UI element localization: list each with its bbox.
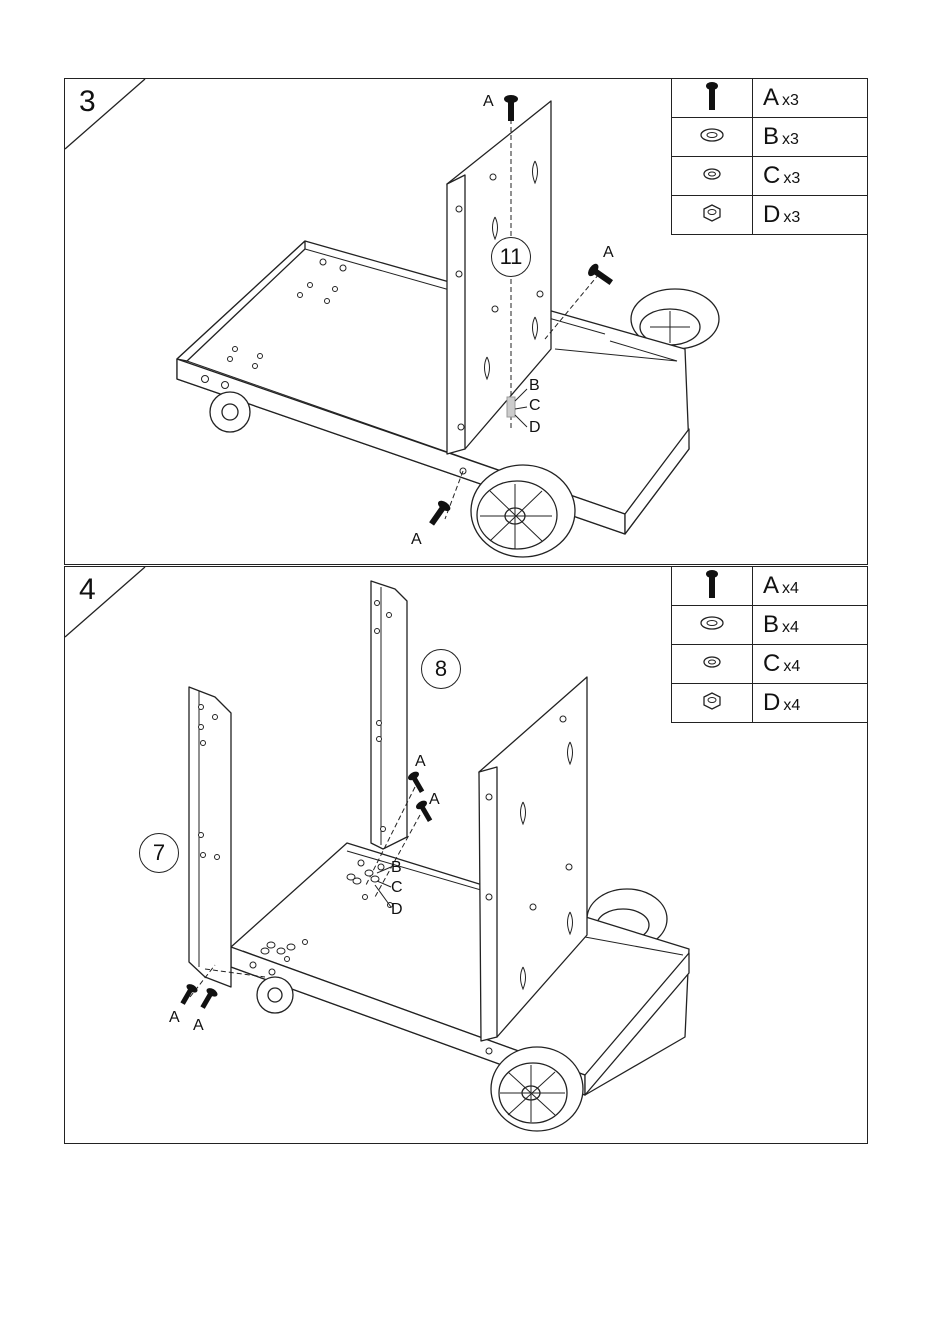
callout-a-top: A xyxy=(483,93,494,111)
hex-nut-icon xyxy=(699,203,725,223)
part-qty: x3 xyxy=(783,170,800,187)
bolt-a-top xyxy=(504,95,518,121)
part-qty: x3 xyxy=(782,131,799,148)
caster-wheel xyxy=(210,392,250,432)
bolt-a-right xyxy=(586,262,615,288)
part-letter: D xyxy=(763,689,780,716)
part-label-11: 11 xyxy=(491,237,531,277)
part-label-7: 7 xyxy=(139,833,179,873)
part-letter: C xyxy=(763,650,780,677)
bolt-a-bottom xyxy=(426,499,452,528)
part-letter: B xyxy=(763,611,779,638)
bolt-a-upper-1 xyxy=(407,770,428,795)
post-8 xyxy=(371,581,407,849)
bolt-icon xyxy=(702,569,722,599)
callout-d: D xyxy=(391,901,403,919)
callout-a-upper-1: A xyxy=(415,753,426,771)
part-letter: B xyxy=(763,123,779,150)
callout-b: B xyxy=(529,377,540,395)
part-qty: x4 xyxy=(783,697,800,714)
post-7 xyxy=(189,687,231,987)
wheel-front xyxy=(471,465,575,557)
bolt-icon xyxy=(702,81,722,111)
washer-icon xyxy=(699,615,725,631)
cart-base-tray xyxy=(177,241,689,534)
cart-base-tray xyxy=(231,843,689,1095)
callout-c: C xyxy=(391,879,403,897)
part-qty: x4 xyxy=(782,580,799,597)
callout-a-lower-2: A xyxy=(193,1017,204,1035)
part-qty: x4 xyxy=(783,658,800,675)
spring-washer-icon xyxy=(701,166,723,182)
part-qty: x3 xyxy=(783,209,800,226)
callout-d: D xyxy=(529,419,541,437)
bolt-a-lower-1 xyxy=(178,982,199,1007)
spring-washer-icon xyxy=(701,654,723,670)
part-qty: x3 xyxy=(782,92,799,109)
callout-a-bottom: A xyxy=(411,531,422,549)
callout-c: C xyxy=(529,397,541,415)
callout-a-lower-1: A xyxy=(169,1009,180,1027)
part-letter: A xyxy=(763,84,779,111)
part-qty: x4 xyxy=(782,619,799,636)
callout-a-right: A xyxy=(603,244,614,262)
caster-wheel xyxy=(257,977,293,1013)
callout-b: B xyxy=(391,859,402,877)
part-label-8: 8 xyxy=(421,649,461,689)
step-3-panel: 3 xyxy=(64,78,868,565)
part-letter: A xyxy=(763,572,779,599)
hex-nut-icon xyxy=(699,691,725,711)
part-letter: D xyxy=(763,201,780,228)
part-letter: C xyxy=(763,162,780,189)
wheel-front xyxy=(491,1047,583,1131)
bolt-a-lower-2 xyxy=(198,986,219,1011)
step-4-panel: 4 xyxy=(64,566,868,1144)
callout-a-upper-2: A xyxy=(429,791,440,809)
washer-icon xyxy=(699,127,725,143)
